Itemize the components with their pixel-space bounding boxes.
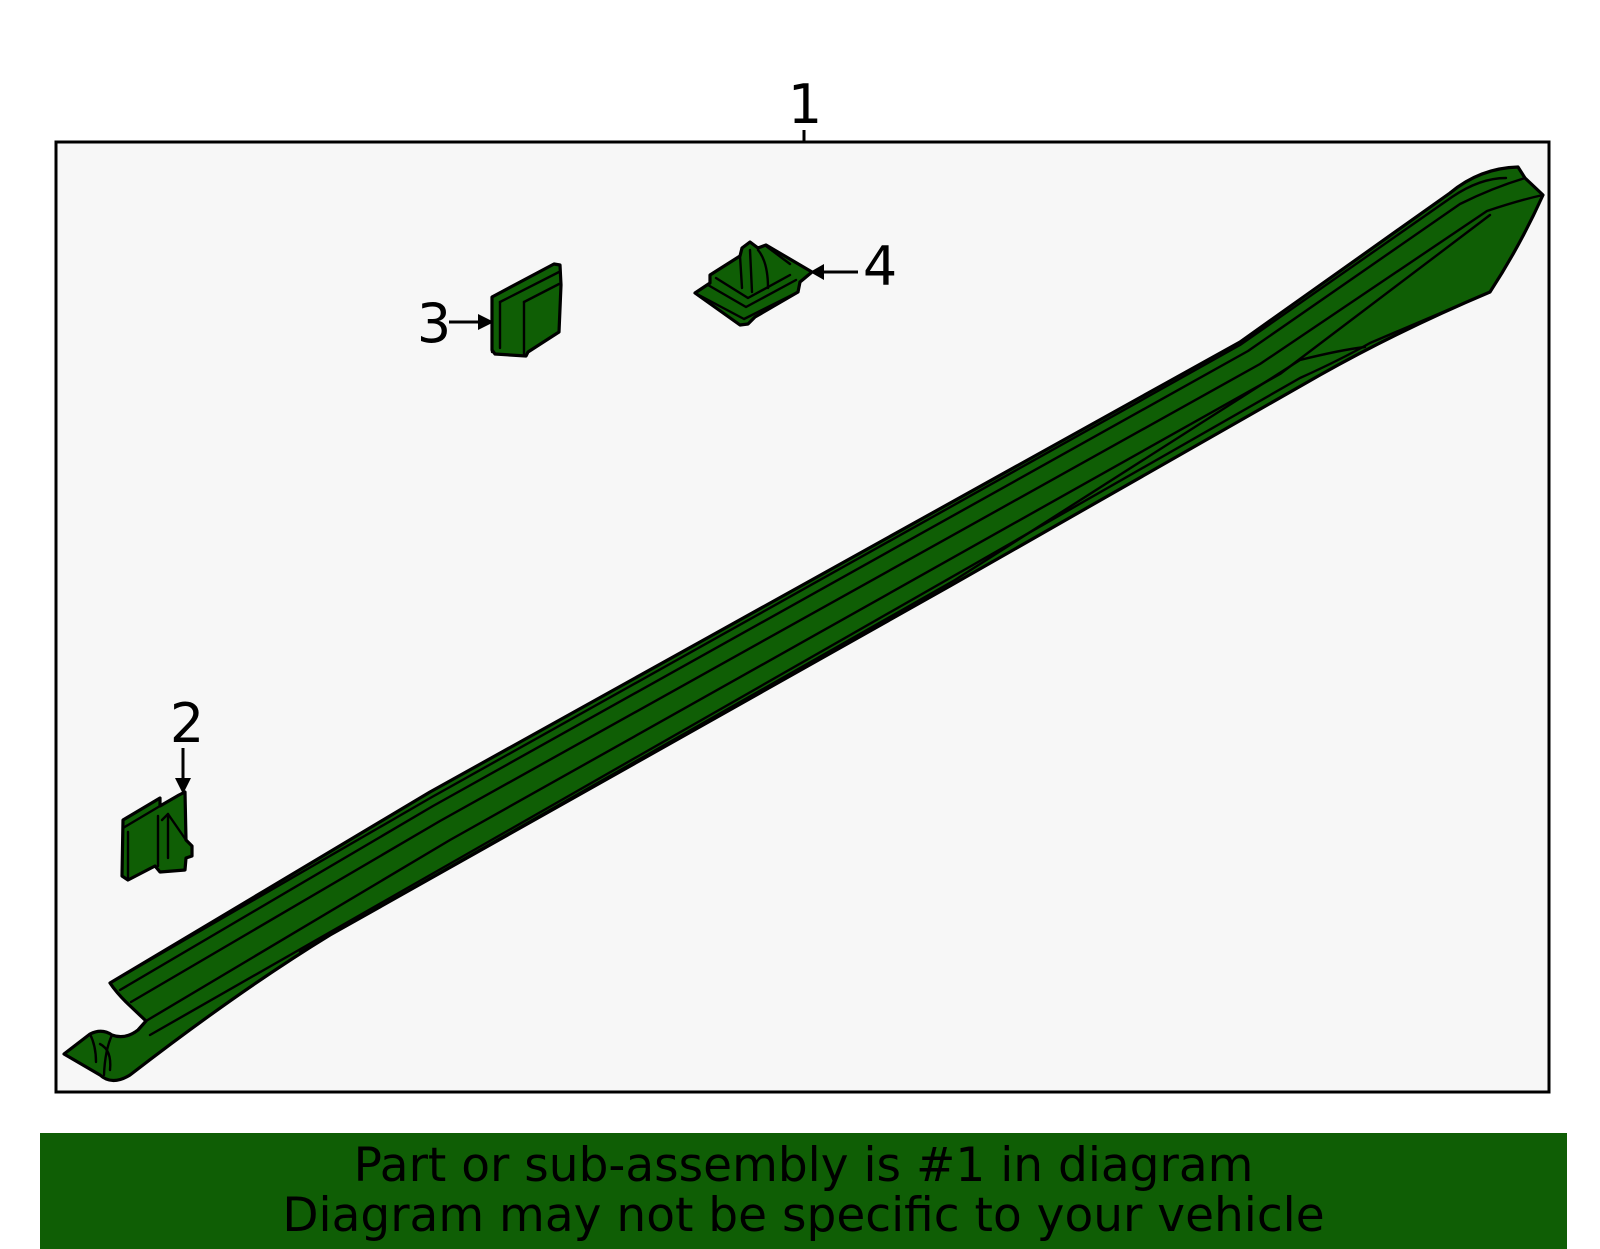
callout-2-arrowhead — [175, 778, 191, 794]
clip-part-3[interactable] — [490, 262, 563, 358]
callout-3-number[interactable]: 3 — [417, 292, 451, 355]
banner-line-2: Diagram may not be specific to your vehi… — [282, 1188, 1325, 1243]
clip-part-2[interactable] — [120, 790, 194, 882]
callout-1-number[interactable]: 1 — [788, 73, 822, 136]
rocker-molding-part[interactable] — [62, 165, 1545, 1083]
callout-4-arrowhead — [810, 264, 824, 280]
callout-3-arrowhead — [478, 314, 494, 330]
callout-4-number[interactable]: 4 — [863, 235, 897, 298]
disclaimer-banner: Part or sub-assembly is #1 in diagram Di… — [40, 1133, 1567, 1249]
callout-2-number[interactable]: 2 — [170, 692, 204, 755]
banner-line-1: Part or sub-assembly is #1 in diagram — [353, 1138, 1254, 1193]
retainer-clip-part-4[interactable] — [693, 240, 814, 327]
